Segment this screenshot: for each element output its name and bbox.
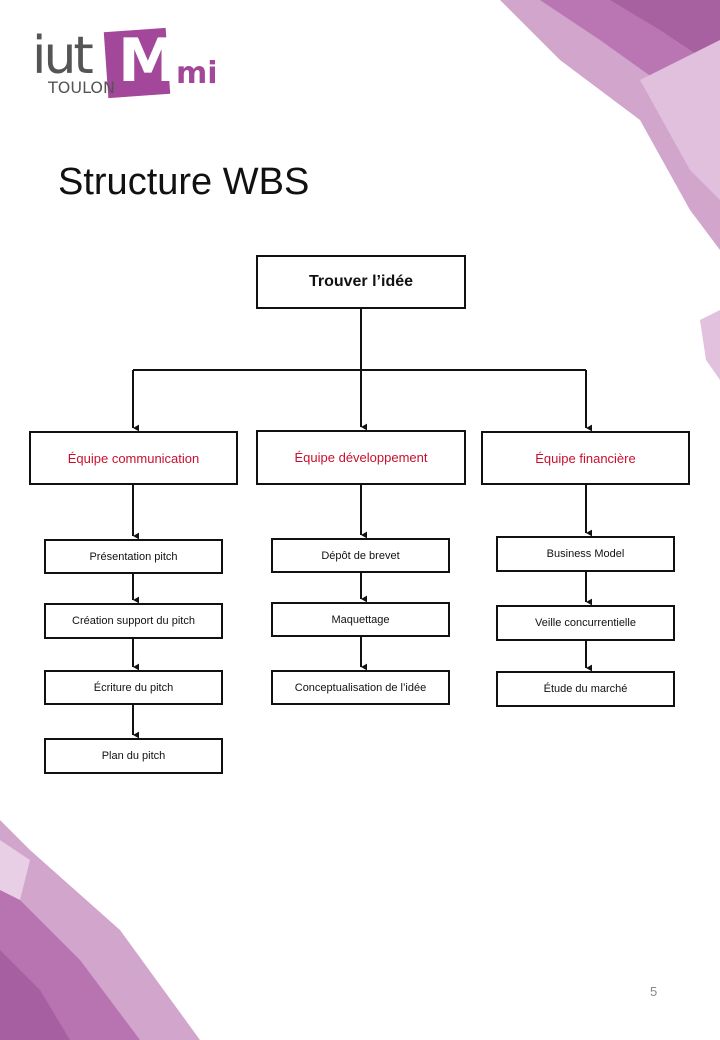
logo-iut-text: iut: [32, 26, 94, 86]
wbs-task-node: Business Model: [496, 536, 675, 572]
wbs-task-node: Veille concurrentielle: [496, 605, 675, 641]
logo-mi-text: mi: [176, 56, 218, 91]
wbs-root-node: Trouver l’idée: [256, 255, 466, 309]
wbs-task-node: Création support du pitch: [44, 603, 223, 639]
wbs-task-node: Écriture du pitch: [44, 670, 223, 705]
wbs-task-node: Conceptualisation de l’idée: [271, 670, 450, 705]
page-number: 5: [650, 984, 658, 999]
wbs-team-developpement: Équipe développement: [256, 430, 466, 485]
wbs-task-node: Dépôt de brevet: [271, 538, 450, 573]
wbs-team-financiere: Équipe financière: [481, 431, 690, 485]
page-title: Structure WBS: [58, 161, 310, 204]
wbs-task-node: Présentation pitch: [44, 539, 223, 574]
logo-m-text: M: [118, 26, 178, 96]
logo-toulon-text: TOULON: [48, 78, 115, 97]
wbs-task-node: Plan du pitch: [44, 738, 223, 774]
iut-mmi-logo: iut TOULON M mi: [28, 26, 218, 106]
wbs-task-node: Étude du marché: [496, 671, 675, 707]
wbs-team-communication: Équipe communication: [29, 431, 238, 485]
wbs-task-node: Maquettage: [271, 602, 450, 637]
